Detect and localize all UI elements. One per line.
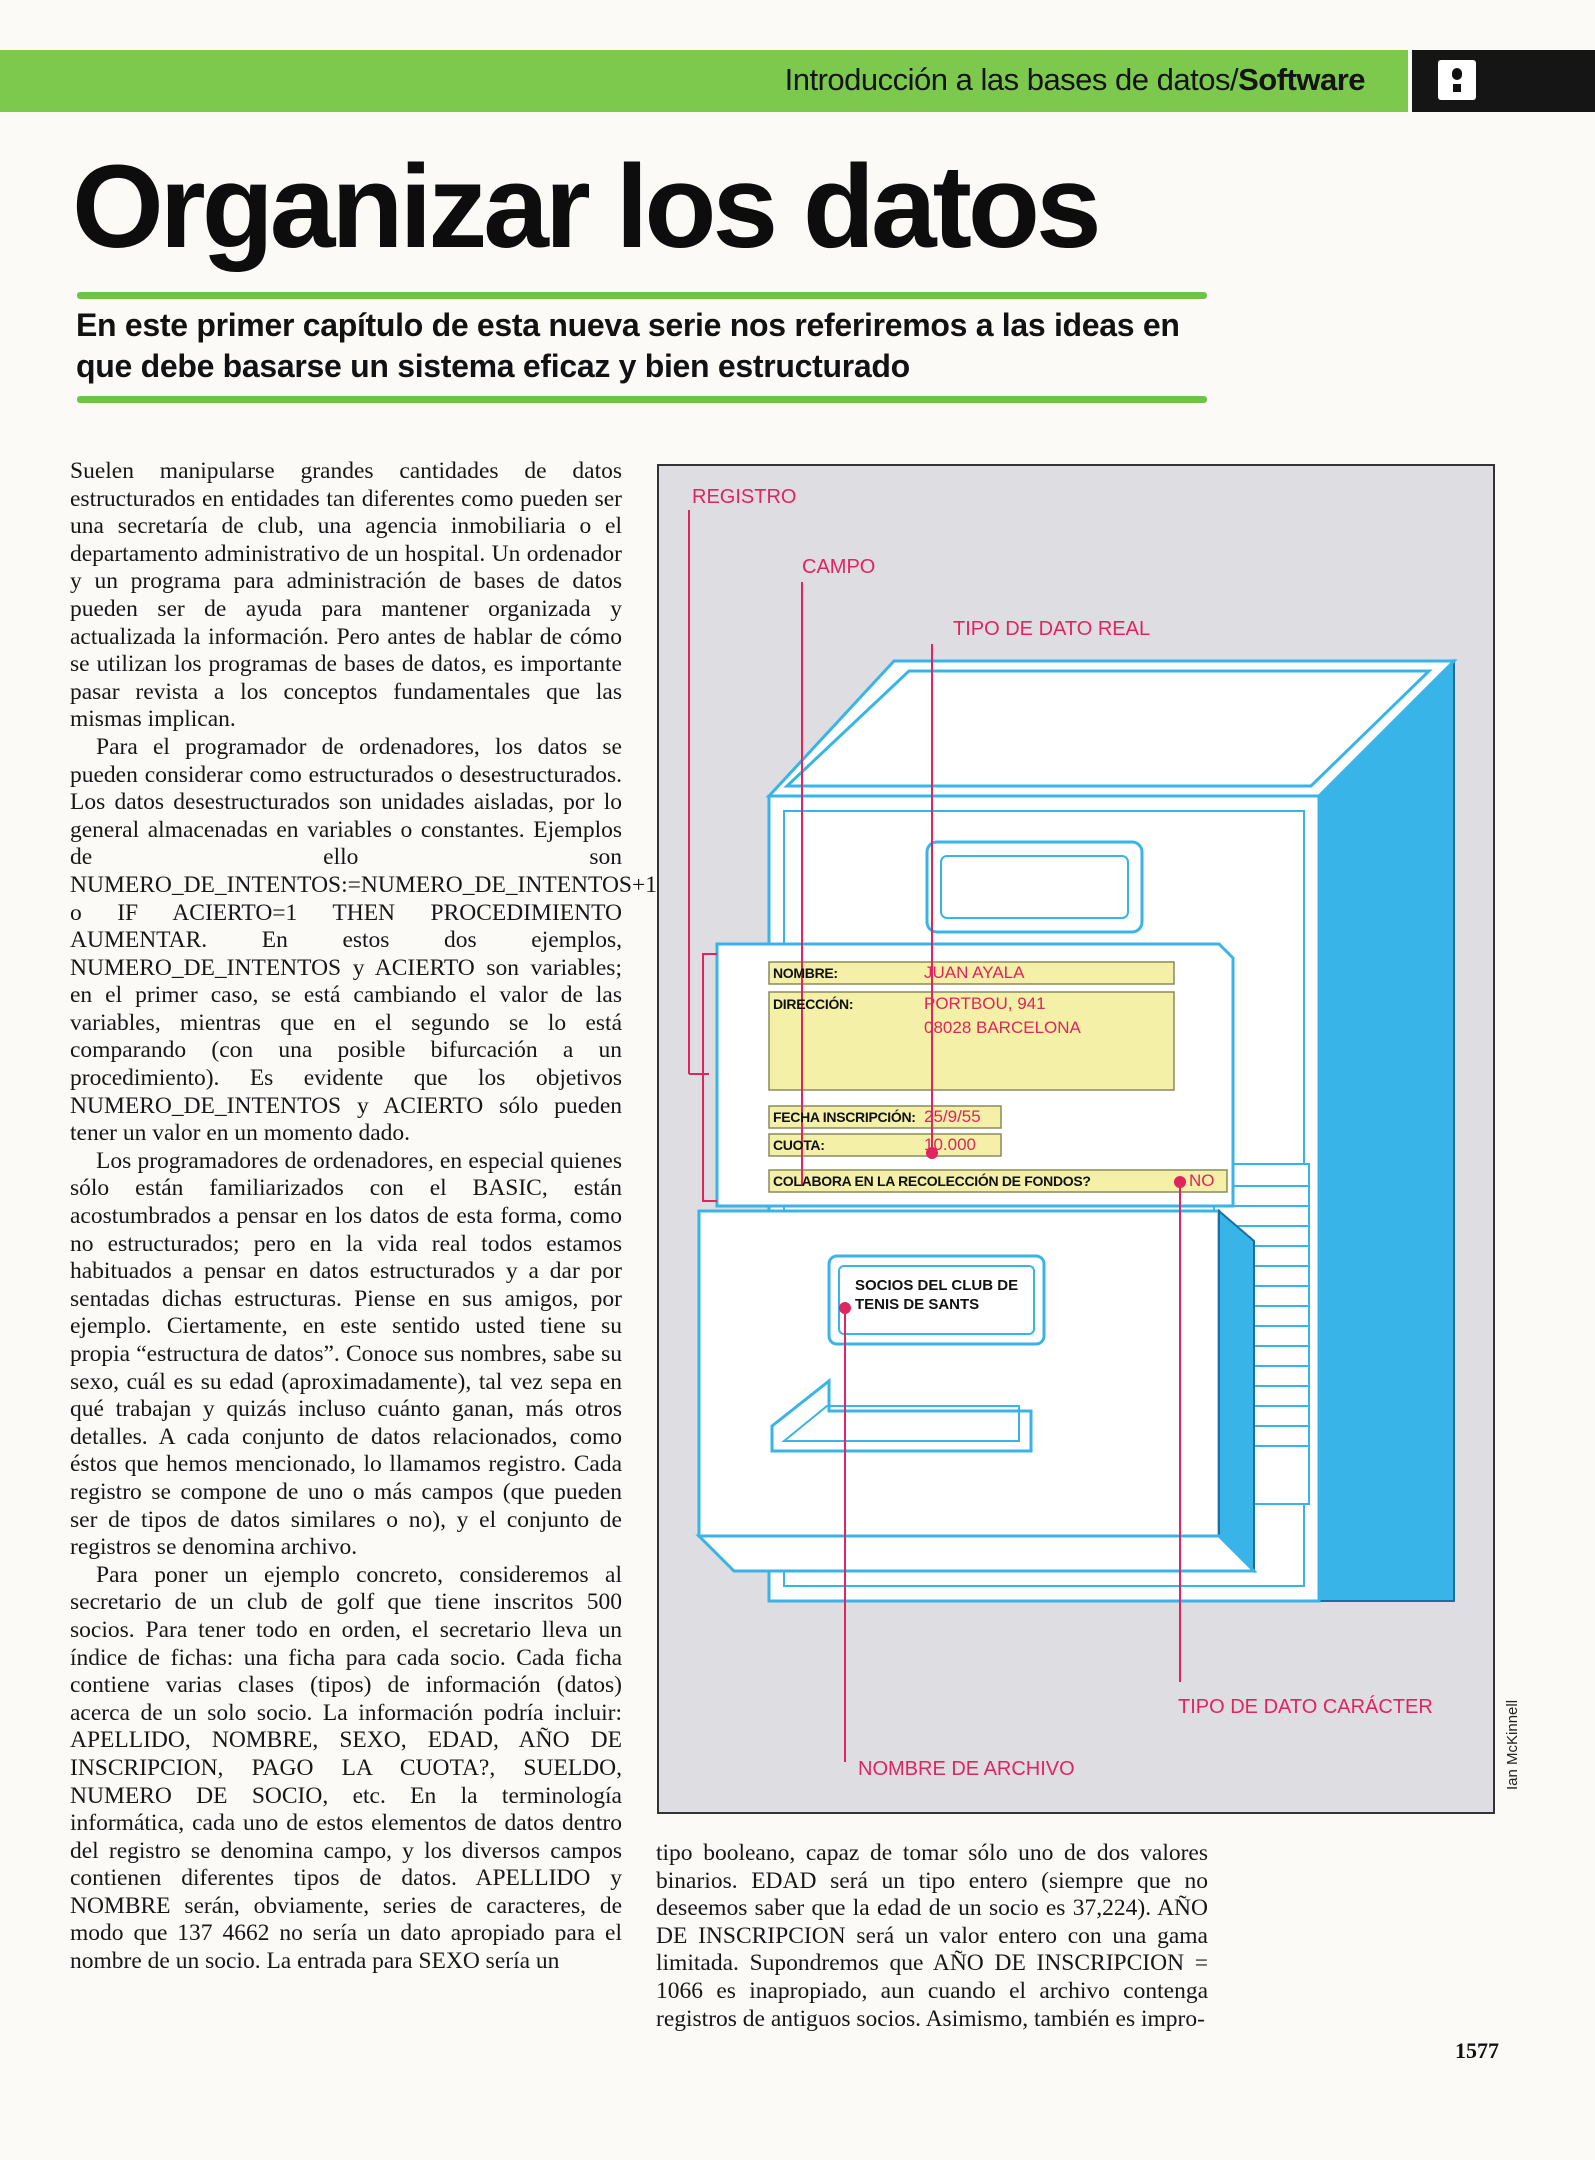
body-column-left: Suelen manipularse grandes cantidades de… [70,458,658,1976]
card-fecha-value: 25/9/55 [924,1107,981,1126]
card-colabora-value: NO [1189,1171,1215,1190]
label-nombre-archivo: NOMBRE DE ARCHIVO [858,1758,1075,1780]
section-header-bold: Software [1238,62,1365,97]
card-colabora-label: COLABORA EN LA RECOLECCIÓN DE FONDOS? [773,1173,1091,1189]
card-cuota-value: 10.000 [924,1135,976,1154]
card-direccion-label: DIRECCIÓN: [773,996,854,1012]
card-cuota-label: CUOTA: [773,1137,825,1153]
header-band [0,50,1408,112]
card-fecha-label: FECHA INSCRIPCIÓN: [773,1109,916,1125]
paragraph: Suelen manipularse grandes cantidades de… [70,458,622,733]
card-direccion-line1: PORTBOU, 941 [924,994,1046,1013]
paragraph: Los programadores de ordenadores, en esp… [70,1147,622,1561]
cabinet-illustration [688,510,1458,1762]
drawer-tag-text: SOCIOS DEL CLUB DE TENIS DE SANTS [855,1277,1019,1313]
page-title: Organizar los datos [72,141,1102,273]
paragraph: tipo booleano, capaz de tomar sólo uno d… [656,1840,1208,2032]
page-subtitle: En este primer capítulo de esta nueva se… [76,307,1180,384]
section-header-prefix: Introducción a las bases de datos/ [784,62,1239,97]
subtitle-rule-bottom [77,396,1207,403]
label-tipo-dato-real: TIPO DE DATO REAL [953,618,1151,640]
card-nombre-value: JUAN AYALA [924,963,1025,982]
card-nombre-label: NOMBRE: [773,965,838,981]
card-direccion-line2: 08028 BARCELONA [924,1018,1081,1037]
subtitle-rule-top [77,292,1207,299]
label-tipo-dato-caracter: TIPO DE DATO CARÁCTER [1178,1696,1433,1718]
label-campo: CAMPO [802,556,876,578]
paragraph: Para poner un ejemplo concreto, consider… [70,1561,622,1975]
paragraph: Para el programador de ordenadores, los … [70,733,658,1147]
illustration-credit: Ian McKinnell [1504,1699,1521,1790]
body-column-right: tipo booleano, capaz de tomar sólo uno d… [656,1840,1208,2033]
filing-cabinet-diagram: REGISTRO CAMPO TIPO DE DATO REAL TIPO DE… [657,464,1495,1814]
page-number: 1577 [1455,2038,1499,2063]
section-header: Introducción a las bases de datos/Softwa… [784,62,1366,98]
floppy-disk-icon [1438,60,1476,100]
label-registro: REGISTRO [692,486,797,508]
